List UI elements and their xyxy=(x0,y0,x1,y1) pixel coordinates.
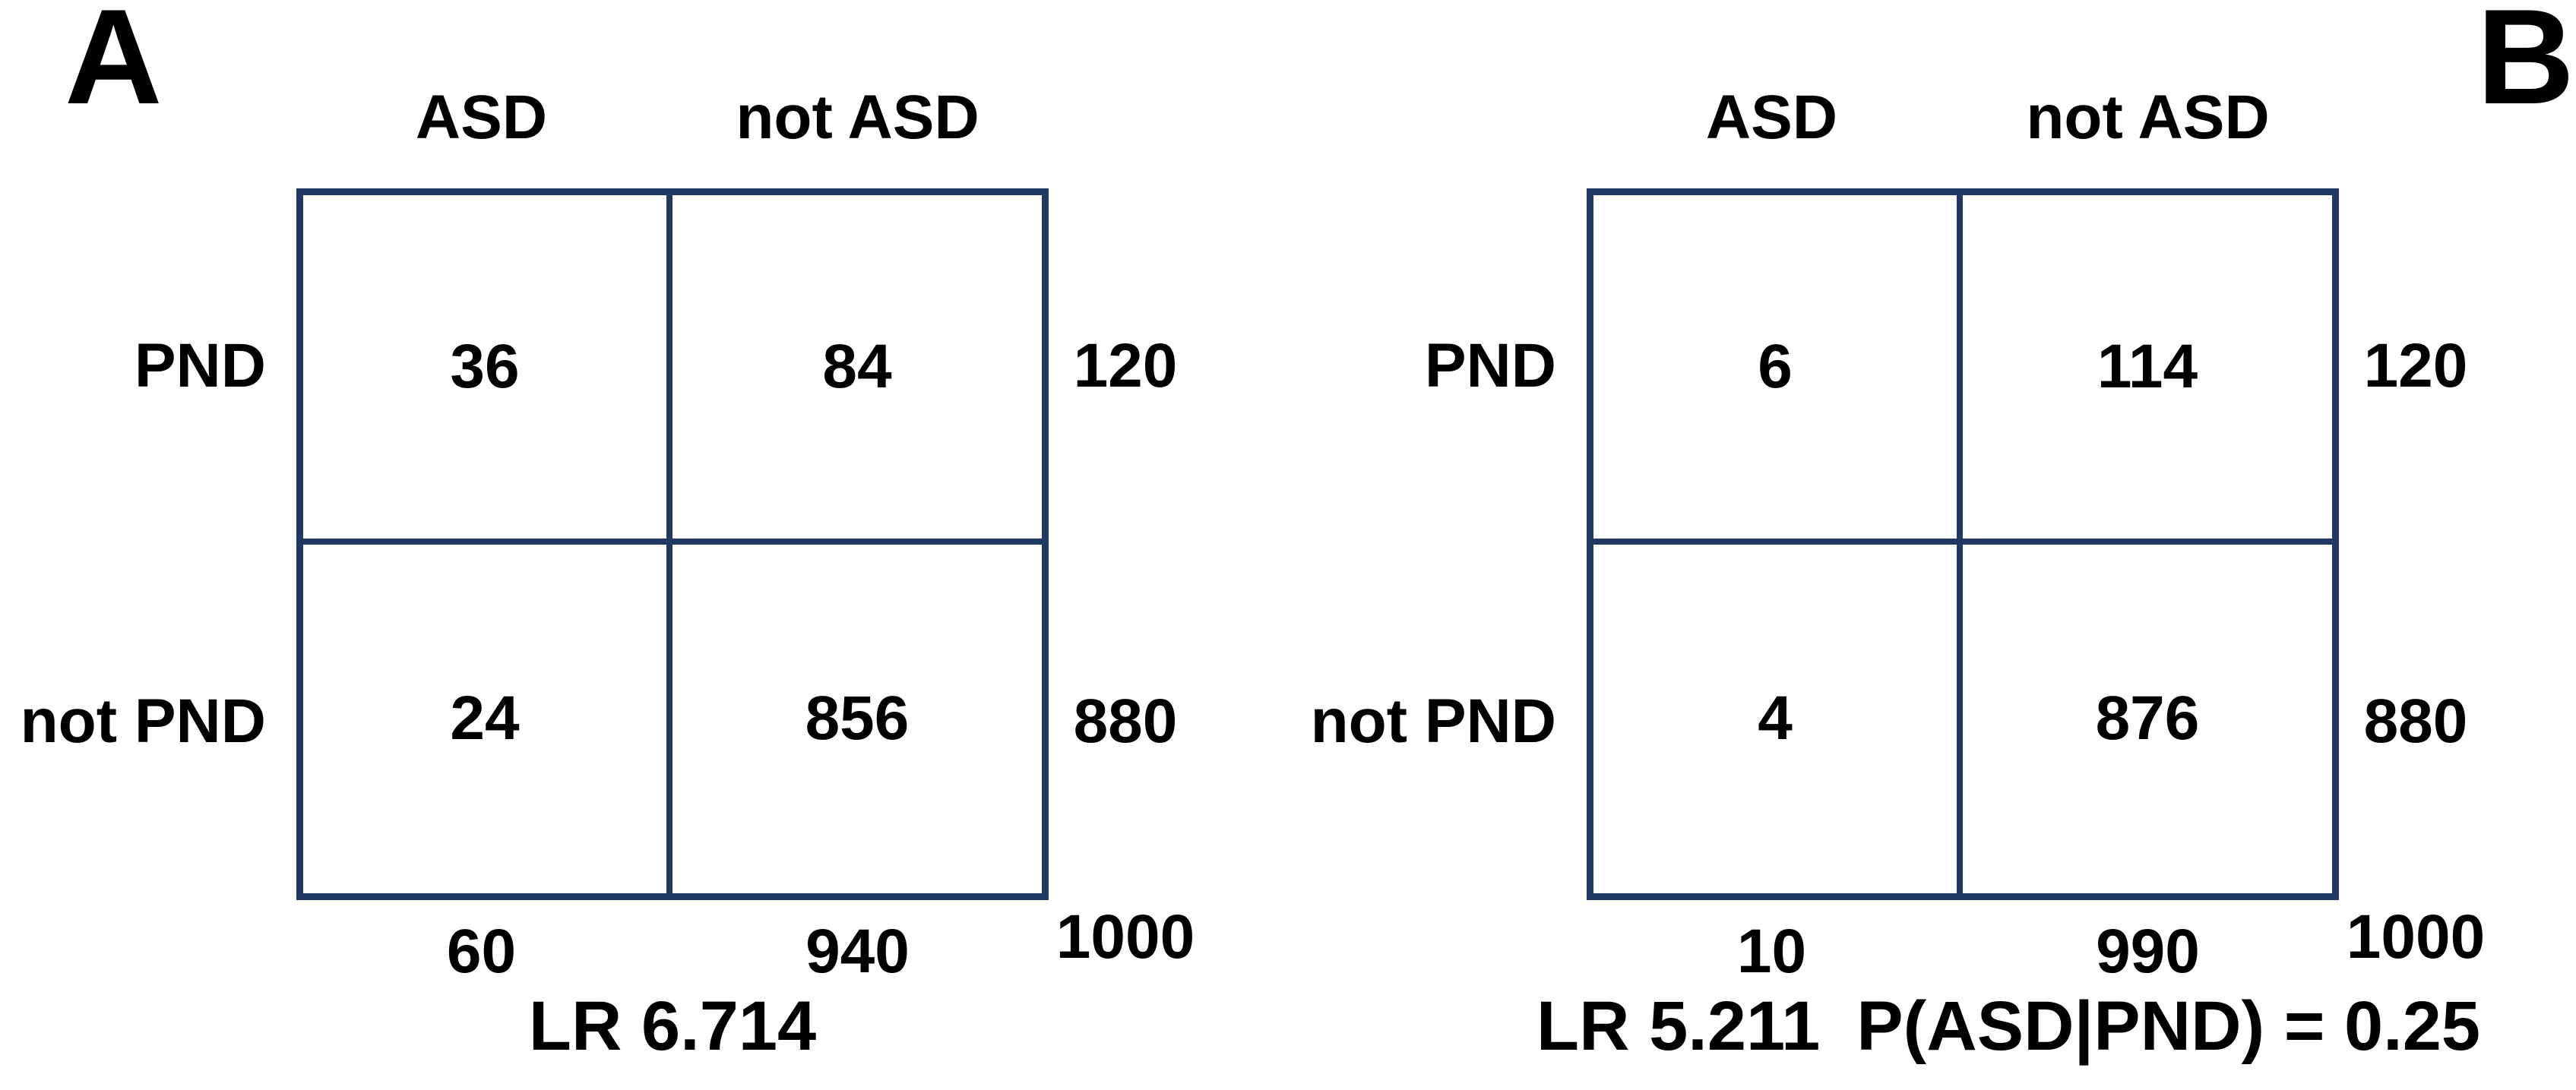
panel-a-row-total-not-pnd: 880 xyxy=(1073,687,1178,756)
panel-b-cell-pnd-not-asd: 114 xyxy=(1963,195,2332,545)
panel-b-row-label-not-pnd: not PND xyxy=(1310,687,1556,756)
panel-b-col-total-not-asd: 990 xyxy=(2096,917,2200,986)
panel-a-caption: LR 6.714 xyxy=(106,984,1239,1068)
panel-a-cell-not-pnd-asd: 24 xyxy=(303,544,672,893)
panel-b-cell-not-pnd-not-asd: 876 xyxy=(2095,684,2200,754)
panel-b-cell-not-pnd-asd: 4 xyxy=(1593,544,1963,893)
panel-a-cell-pnd-not-asd: 84 xyxy=(672,195,1042,545)
panel-b-row-total-not-pnd: 880 xyxy=(2363,687,2468,756)
panel-a-caption-lr: LR 6.714 xyxy=(528,987,817,1065)
panel-b-row-total-pnd: 120 xyxy=(2363,330,2468,400)
panel-a-cell-pnd-asd: 36 xyxy=(303,195,672,545)
panel-a-matrix: 36 84 24 856 xyxy=(296,188,1049,900)
panel-a-col-total-not-asd: 940 xyxy=(805,917,910,986)
panel-b-col-header-asd: ASD xyxy=(1705,83,1838,152)
panel-b-caption-posterior: P(ASD|PND) = 0.25 xyxy=(1856,987,2481,1065)
panel-b-caption: LR 5.211 P(ASD|PND) = 0.25 xyxy=(1442,984,2574,1068)
panel-b-col-total-asd: 10 xyxy=(1736,917,1807,986)
panel-a-col-header-asd: ASD xyxy=(415,83,548,152)
panel-a-row-label-pnd: PND xyxy=(134,330,266,400)
panel-a-col-header-not-asd: not ASD xyxy=(736,83,979,152)
panel-a-row-total-pnd: 120 xyxy=(1073,330,1178,400)
panel-b-row-label-pnd: PND xyxy=(1424,330,1556,400)
panel-b-col-header-not-asd: not ASD xyxy=(2026,83,2270,152)
panel-b-label: B xyxy=(2476,0,2574,132)
panel-b: B ASD not ASD PND not PND 6 114 4 876 12… xyxy=(1290,0,2576,1090)
panel-b-cell-pnd-asd: 6 xyxy=(1593,195,1963,545)
panel-a: A ASD not ASD PND not PND 36 84 24 856 1… xyxy=(0,0,1286,1090)
panel-a-label: A xyxy=(65,0,163,132)
panel-a-col-total-asd: 60 xyxy=(446,917,517,986)
panel-a-row-label-not-pnd: not PND xyxy=(20,687,266,756)
panel-b-caption-lr: LR 5.211 xyxy=(1536,987,1821,1065)
panel-b-grand-total: 1000 xyxy=(2346,902,2486,972)
panel-a-grand-total: 1000 xyxy=(1055,902,1195,972)
panel-b-matrix: 6 114 4 876 xyxy=(1587,188,2339,900)
panel-a-cell-not-pnd-not-asd: 856 xyxy=(805,684,910,754)
